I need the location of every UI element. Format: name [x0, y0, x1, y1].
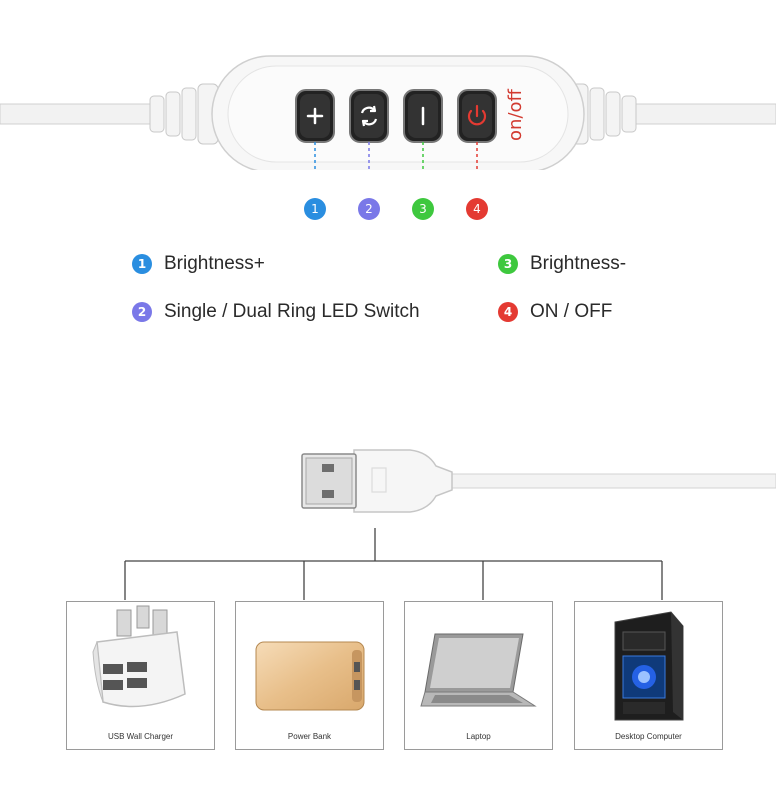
- usb-cable: [449, 473, 776, 489]
- power-bank-image: [255, 641, 365, 711]
- desktop-tower-image: [614, 611, 684, 721]
- device-label: Power Bank: [287, 732, 332, 741]
- device-desktop-computer: Desktop Computer: [574, 601, 723, 750]
- device-label: Laptop: [466, 732, 491, 741]
- button-plus[interactable]: [295, 89, 335, 143]
- legend-label: Single / Dual Ring LED Switch: [164, 301, 420, 322]
- laptop-image: [420, 633, 537, 707]
- button-cycle[interactable]: [349, 89, 389, 143]
- badge-1: 1: [304, 198, 326, 220]
- strain-relief-left: [149, 83, 219, 145]
- legend-item-4: 4 ON / OFF: [498, 301, 612, 323]
- legend-label: Brightness+: [164, 253, 265, 274]
- power-label: on/off: [505, 89, 526, 141]
- device-power-bank: Power Bank: [235, 601, 384, 750]
- badge-2: 2: [358, 198, 380, 220]
- usb-housing: [353, 449, 453, 513]
- device-label: Desktop Computer: [615, 732, 682, 741]
- device-usb-wall-charger: USB Wall Charger: [66, 601, 215, 750]
- cable-left: [0, 103, 161, 125]
- device-label: USB Wall Charger: [107, 732, 174, 741]
- legend-label: Brightness-: [530, 253, 627, 274]
- wall-charger-image: [92, 605, 186, 708]
- legend-item-1: 1 Brightness+: [132, 253, 265, 275]
- connection-tree: [124, 528, 663, 600]
- device-laptop: Laptop: [404, 601, 553, 750]
- button-minus[interactable]: [403, 89, 443, 143]
- button-power[interactable]: [457, 89, 497, 143]
- badge-4: 4: [466, 198, 488, 220]
- cable-right: [629, 103, 776, 125]
- legend-item-3: 3 Brightness-: [498, 253, 626, 275]
- cycle-icon: [360, 105, 378, 127]
- inline-controller-illustration: [0, 55, 776, 170]
- power-icon: [467, 104, 487, 126]
- plus-icon: [306, 107, 324, 125]
- badge-3: 3: [412, 198, 434, 220]
- legend-label: ON / OFF: [530, 301, 613, 322]
- usb-plug-illustration: [124, 449, 776, 600]
- legend-item-2: 2 Single / Dual Ring LED Switch: [132, 301, 420, 323]
